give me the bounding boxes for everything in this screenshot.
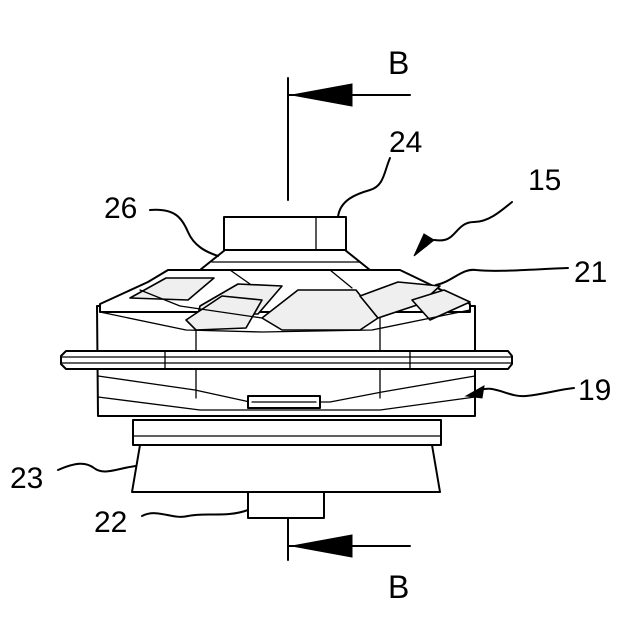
ref-label-23: 23 xyxy=(10,462,43,495)
ref-label-26: 26 xyxy=(104,192,137,225)
leader-24: 24 xyxy=(338,126,422,217)
flange-ring xyxy=(61,351,512,369)
base-part-23 xyxy=(132,420,441,492)
leader-26: 26 xyxy=(104,192,218,256)
section-label-top: B xyxy=(388,45,409,81)
ref-label-21: 21 xyxy=(574,256,607,289)
leader-22: 22 xyxy=(94,506,248,539)
section-marker-top: B xyxy=(288,45,410,200)
ref-label-22: 22 xyxy=(94,506,127,539)
section-label-bottom: B xyxy=(388,569,409,605)
cap-part-24 xyxy=(224,217,346,250)
ref-label-19: 19 xyxy=(578,374,611,407)
stud-part-22 xyxy=(248,492,324,518)
leader-19: 19 xyxy=(466,374,611,407)
leader-21: 21 xyxy=(436,256,607,289)
ref-label-24: 24 xyxy=(389,126,422,159)
leader-23: 23 xyxy=(10,462,136,495)
hub-part-26 xyxy=(200,250,370,270)
ref-label-15: 15 xyxy=(528,164,561,197)
leader-15: 15 xyxy=(414,164,561,256)
